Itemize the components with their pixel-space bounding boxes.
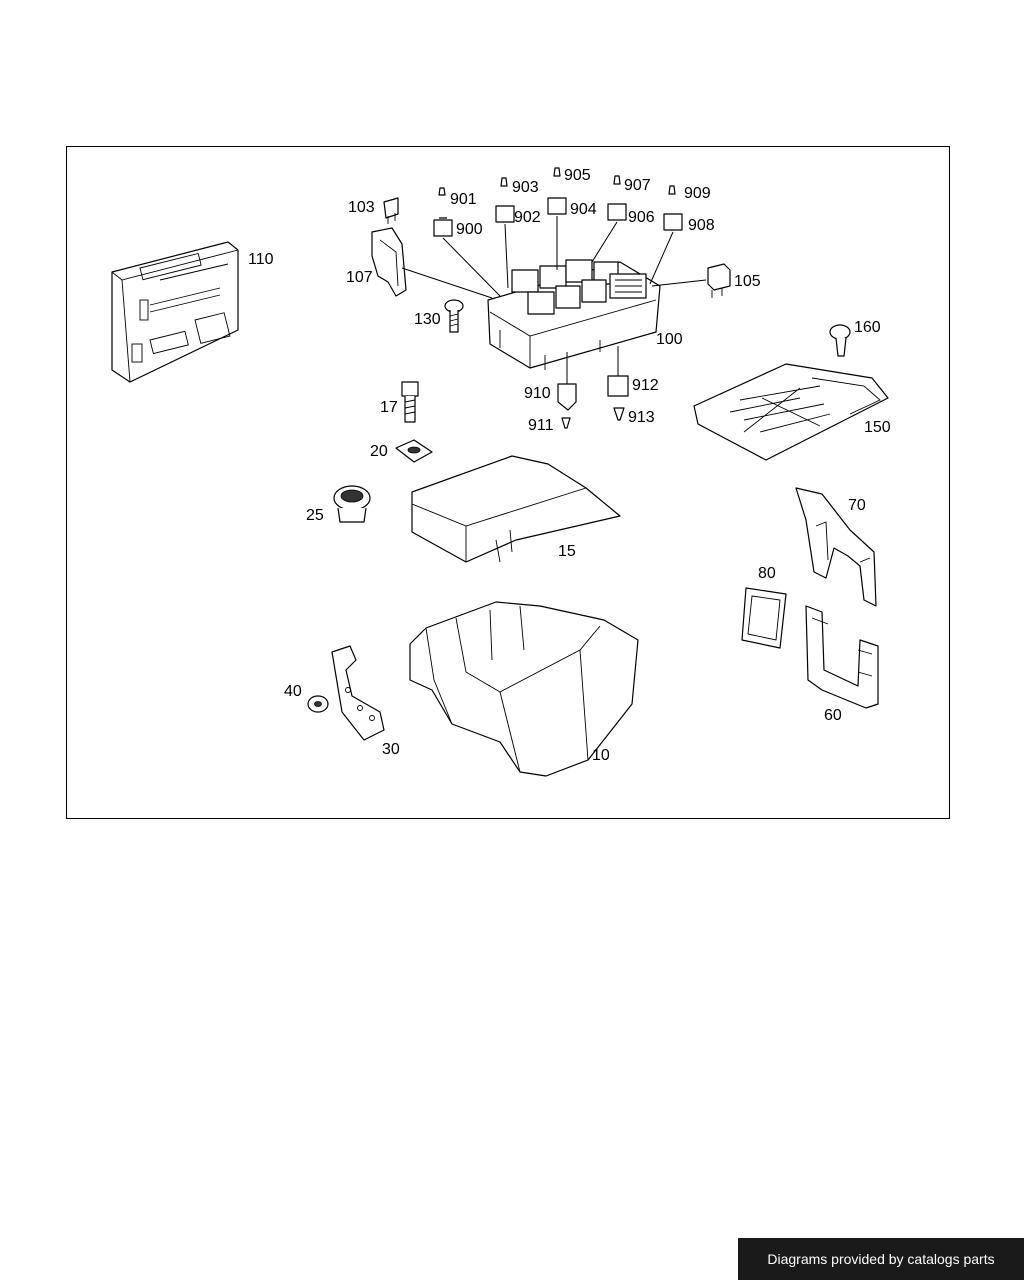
callout-80: 80 bbox=[758, 565, 776, 582]
callout-70: 70 bbox=[848, 497, 866, 514]
callout-910: 910 bbox=[524, 385, 551, 402]
relay-set[interactable] bbox=[433, 167, 683, 429]
credit-banner: Diagrams provided by catalogs parts bbox=[738, 1238, 1024, 1280]
callout-60: 60 bbox=[824, 707, 842, 724]
callout-20: 20 bbox=[370, 443, 388, 460]
part-10-housing[interactable] bbox=[409, 601, 639, 777]
callout-103: 103 bbox=[348, 199, 375, 216]
part-40-washer[interactable] bbox=[307, 695, 329, 713]
callout-150: 150 bbox=[864, 419, 891, 436]
callout-30: 30 bbox=[382, 741, 400, 758]
part-107-bracket[interactable] bbox=[371, 227, 407, 297]
callout-15: 15 bbox=[558, 543, 576, 560]
callout-908: 908 bbox=[688, 217, 715, 234]
callout-907: 907 bbox=[624, 177, 651, 194]
callout-labels: 110 103 107 130 901 900 903 902 905 904 … bbox=[248, 167, 891, 764]
callout-901: 901 bbox=[450, 191, 477, 208]
callout-902: 902 bbox=[514, 209, 541, 226]
part-60-frame[interactable] bbox=[805, 605, 879, 709]
part-20-clip-nut[interactable] bbox=[395, 439, 433, 463]
callout-905: 905 bbox=[564, 167, 591, 184]
part-105-relay[interactable] bbox=[707, 263, 731, 298]
callout-160: 160 bbox=[854, 319, 881, 336]
callout-909: 909 bbox=[684, 185, 711, 202]
part-110-control-module[interactable] bbox=[111, 241, 239, 383]
callout-912: 912 bbox=[632, 377, 659, 394]
callout-17: 17 bbox=[380, 399, 398, 416]
callout-913: 913 bbox=[628, 409, 655, 426]
callout-10: 10 bbox=[592, 747, 610, 764]
callout-911: 911 bbox=[528, 417, 554, 434]
callout-105: 105 bbox=[734, 273, 761, 290]
diagram-frame bbox=[66, 146, 950, 819]
credit-text: Diagrams provided by catalogs parts bbox=[767, 1251, 995, 1267]
part-160-screw[interactable] bbox=[829, 324, 851, 357]
callout-100: 100 bbox=[656, 331, 683, 348]
callout-900: 900 bbox=[456, 221, 483, 238]
part-80-seal[interactable] bbox=[741, 587, 787, 649]
callout-130: 130 bbox=[414, 311, 441, 328]
part-130-screw[interactable] bbox=[444, 299, 464, 333]
part-30-bracket-plate[interactable] bbox=[331, 645, 385, 741]
part-15-cover[interactable] bbox=[411, 455, 621, 563]
callout-40: 40 bbox=[284, 683, 302, 700]
callout-906: 906 bbox=[628, 209, 655, 226]
callout-904: 904 bbox=[570, 201, 597, 218]
part-100-fuse-relay-box[interactable] bbox=[487, 259, 661, 370]
part-25-grommet[interactable] bbox=[333, 485, 371, 523]
leader-lines bbox=[401, 216, 707, 384]
callout-107: 107 bbox=[346, 269, 373, 286]
callout-25: 25 bbox=[306, 507, 324, 524]
part-150-mounting-plate[interactable] bbox=[693, 363, 889, 461]
part-70-side-panel[interactable] bbox=[795, 487, 877, 607]
part-103-fuse[interactable] bbox=[383, 197, 399, 224]
callout-110: 110 bbox=[248, 251, 274, 268]
callout-903: 903 bbox=[512, 179, 539, 196]
part-17-bolt[interactable] bbox=[401, 381, 419, 423]
